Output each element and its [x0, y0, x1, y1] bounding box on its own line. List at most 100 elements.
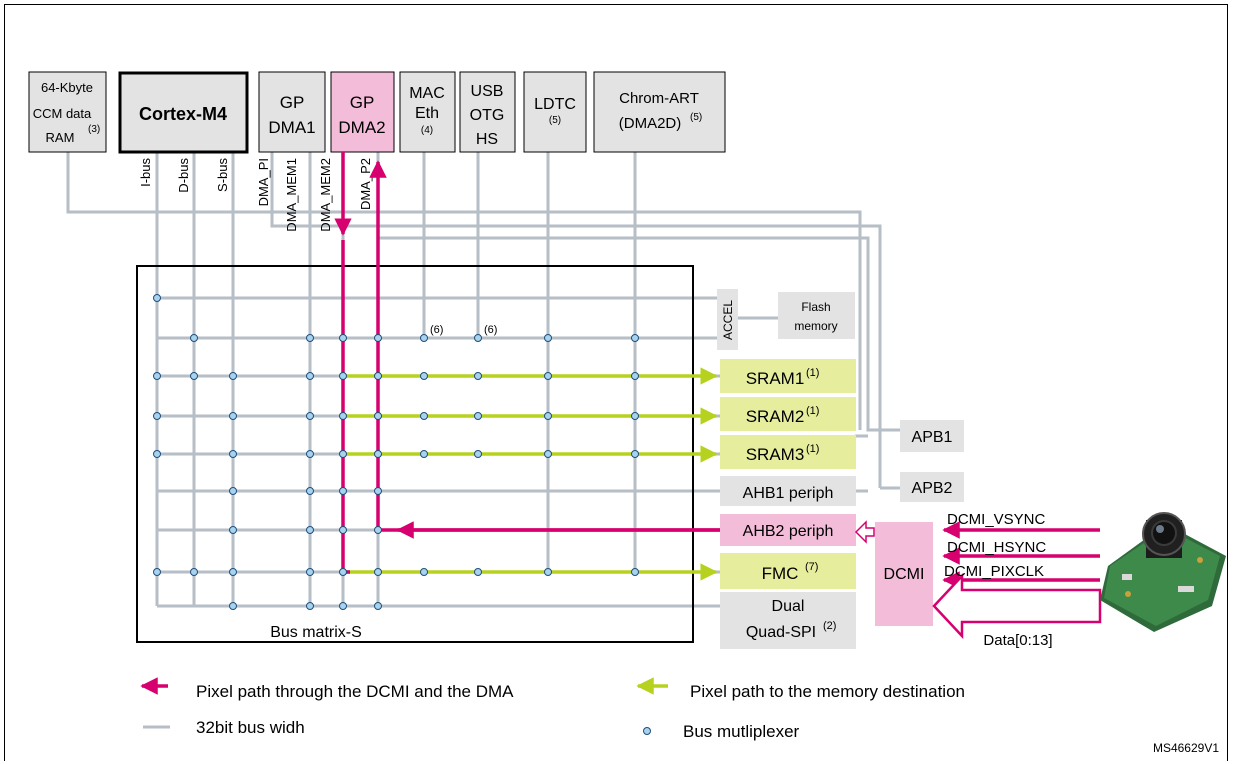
bus-multiplexer-dot: [420, 568, 428, 576]
ahb1-periph-box: AHB1 periph: [720, 476, 856, 506]
apb1-box: APB1: [900, 420, 964, 452]
data-bus-label: Data[0:13]: [983, 632, 1052, 649]
mac-eth-box: MAC Eth (4): [399, 71, 456, 153]
dma-mem2-label: DMA_MEM2: [318, 158, 333, 232]
usb-mux-note: (6): [484, 324, 497, 336]
dcmi-box: DCMI: [875, 522, 933, 626]
chrom-art-box: Chrom-ART (DMA2D) (5): [593, 71, 726, 153]
apb2-box: APB2: [900, 472, 964, 502]
usb-line3: HS: [476, 131, 498, 148]
bus-multiplexer-dot: [306, 526, 314, 534]
bus-multiplexer-dot: [153, 450, 161, 458]
apb2-label: APB2: [912, 480, 953, 497]
bus-multiplexers: [153, 294, 639, 610]
bus-multiplexer-dot: [153, 294, 161, 302]
dbus-label: D-bus: [176, 158, 191, 193]
bus-multiplexer-dot: [306, 412, 314, 420]
bus-multiplexer-dot: [544, 412, 552, 420]
dma1-line1: GP: [280, 93, 305, 112]
bus-multiplexer-dot: [306, 602, 314, 610]
mac-note: (4): [421, 125, 433, 136]
figure-frame: [4, 4, 1228, 761]
apb1-label: APB1: [912, 429, 953, 446]
bus-multiplexer-dot: [544, 450, 552, 458]
ccm-ram-box: 64-Kbyte CCM data RAM (3): [28, 71, 107, 153]
bus-multiplexer-dot: [306, 568, 314, 576]
dual-quad-spi-box: Dual Quad-SPI (2): [720, 592, 856, 649]
bus-multiplexer-dot: [153, 412, 161, 420]
bus-multiplexer-dot: [339, 372, 347, 380]
dcmi-vsync-label: DCMI_VSYNC: [947, 511, 1046, 528]
sram3-label: SRAM3: [746, 445, 805, 464]
green-pixel-paths: [343, 367, 718, 581]
legend-mux-text: Bus mutliplexer: [683, 722, 800, 741]
ccm-note: (3): [88, 124, 100, 135]
dcmi-to-ahb2-arrow: [854, 520, 875, 544]
bus-multiplexer-dot: [631, 568, 639, 576]
bus-multiplexer-dot: [306, 372, 314, 380]
bus-multiplexer-dot: [544, 334, 552, 342]
dma2-line1: GP: [350, 93, 375, 112]
ahb2-label: AHB2 periph: [743, 523, 834, 540]
mac-mux-note: (6): [430, 324, 443, 336]
bus-multiplexer-dot: [339, 450, 347, 458]
gp-dma1-box: GP DMA1: [258, 71, 326, 153]
flash-line1: Flash: [801, 300, 830, 314]
bus-multiplexer-dot: [229, 487, 237, 495]
bus-multiplexer-dot: [339, 526, 347, 534]
bus-multiplexer-dot: [420, 412, 428, 420]
dcmi-label: DCMI: [884, 566, 925, 583]
bus-multiplexer-dot: [339, 568, 347, 576]
bus-multiplexer-dot: [374, 450, 382, 458]
sram3-box: SRAM3 (1): [720, 435, 856, 469]
bus-multiplexer-dot: [474, 412, 482, 420]
bus-multiplexer-dot: [474, 568, 482, 576]
bus-multiplexer-dot: [153, 372, 161, 380]
bus-multiplexer-dot: [339, 412, 347, 420]
accel-label: ACCEL: [721, 300, 735, 340]
ahb1-label: AHB1 periph: [743, 485, 834, 502]
ccm-line1: 64-Kbyte: [41, 80, 93, 95]
bus-multiplexer-dot: [374, 372, 382, 380]
mac-line1: MAC: [409, 85, 445, 102]
fmc-label: FMC: [762, 564, 799, 583]
data-bus-arrow: [932, 572, 1102, 640]
bus-multiplexer-dot: [190, 568, 198, 576]
bus-multiplexer-dot: [474, 450, 482, 458]
bus-multiplexer-dot: [306, 334, 314, 342]
bus-multiplexer-dot: [229, 450, 237, 458]
bus-multiplexer-dot: [374, 412, 382, 420]
chrom-note: (5): [690, 112, 702, 123]
bus-multiplexer-dot: [420, 372, 428, 380]
sram2-label: SRAM2: [746, 407, 805, 426]
fmc-note: (7): [805, 561, 818, 573]
dma-mem1-label: DMA_MEM1: [284, 158, 299, 232]
mac-line2: Eth: [415, 105, 439, 122]
bus-multiplexer-dot: [631, 372, 639, 380]
bus-multiplexer-dot: [631, 412, 639, 420]
ltdc-note: (5): [549, 115, 561, 126]
usb-line2: OTG: [470, 107, 505, 124]
bus-multiplexer-dot: [229, 412, 237, 420]
chrom-line1: Chrom-ART: [619, 90, 699, 107]
bus-matrix-label: Bus matrix-S: [270, 624, 362, 641]
legend-mux-dot: [643, 727, 651, 735]
bus-multiplexer-dot: [339, 602, 347, 610]
gp-dma2-box: GP DMA2: [330, 71, 395, 153]
cortex-m4-box: Cortex-M4: [118, 71, 249, 154]
bus-multiplexer-dot: [474, 372, 482, 380]
ltdc-line1: LDTC: [534, 96, 576, 113]
ahb2-periph-box: AHB2 periph: [720, 514, 856, 546]
qspi-line1: Dual: [772, 598, 805, 615]
bus-port-labels: I-bus D-bus S-bus DMA_PI DMA_MEM1 DMA_ME…: [138, 158, 373, 232]
bus-multiplexer-dot: [229, 602, 237, 610]
bus-multiplexer-dot: [374, 602, 382, 610]
sram1-box: SRAM1 (1): [720, 359, 856, 393]
bus-multiplexer-dot: [339, 334, 347, 342]
ccm-line2: CCM data: [33, 106, 92, 121]
bus-multiplexer-dot: [474, 334, 482, 342]
flash-line2: memory: [794, 319, 837, 333]
sram1-note: (1): [806, 367, 819, 379]
usb-otg-box: USB OTG HS: [459, 71, 516, 153]
